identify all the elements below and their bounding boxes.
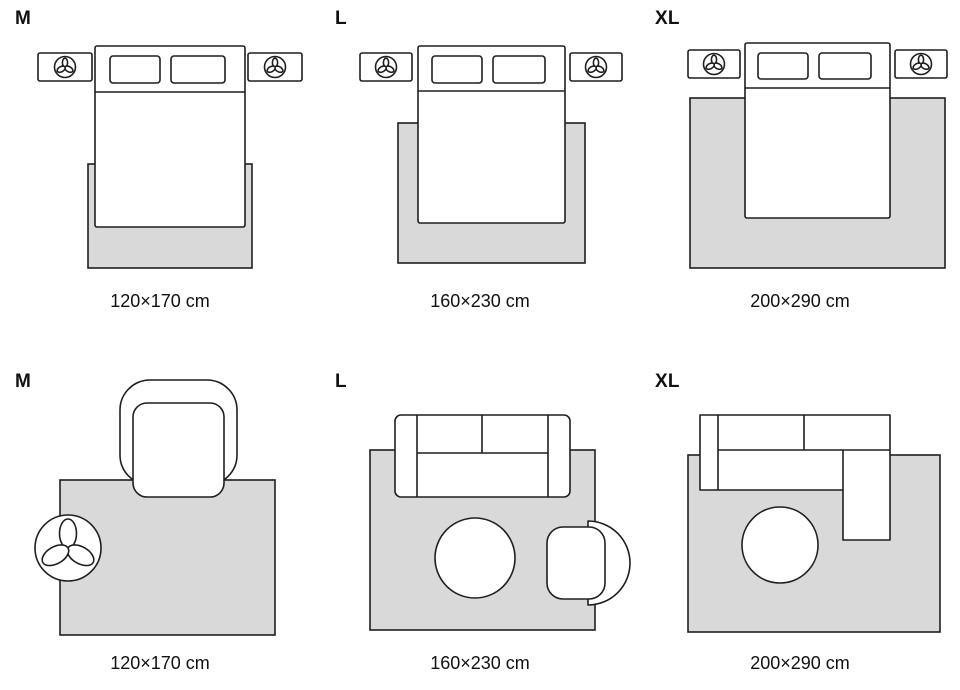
plant-icon: [374, 55, 398, 79]
pillow: [818, 52, 872, 80]
pillow: [170, 55, 226, 84]
armchair: [119, 379, 238, 498]
armchair-seat: [546, 526, 606, 600]
panel-bedroom-m: M 120×170 cm: [0, 0, 320, 345]
size-caption: 200×290 cm: [750, 653, 850, 673]
pillow: [492, 55, 546, 84]
bed: [417, 45, 566, 224]
size-caption: 200×290 cm: [750, 291, 850, 311]
plant-icon: [53, 55, 77, 79]
living-l-illustration: [369, 414, 631, 631]
plant-icon: [909, 52, 933, 76]
nightstand: [247, 52, 303, 82]
armchair-seat: [132, 402, 225, 498]
plant-icon: [702, 52, 726, 76]
plant-icon: [584, 55, 608, 79]
size-caption: 160×230 cm: [430, 291, 530, 311]
size-caption: 120×170 cm: [110, 653, 210, 673]
bedroom-l-illustration: [359, 45, 623, 264]
nightstand: [37, 52, 93, 82]
sofa: [394, 414, 571, 498]
bedroom-m-illustration: [37, 45, 303, 269]
size-label: L: [335, 371, 347, 392]
nightstand: [687, 49, 741, 79]
size-label: M: [15, 371, 32, 392]
pillow: [431, 55, 483, 84]
size-caption: 160×230 cm: [430, 653, 530, 673]
size-label: M: [15, 8, 32, 29]
living-m-illustration: [34, 379, 276, 636]
panel-living-l: L 160×230 cm: [320, 345, 640, 690]
plant-icon: [34, 514, 102, 582]
coffee-table: [434, 517, 516, 599]
living-xl-illustration: [687, 414, 941, 633]
pillow: [757, 52, 809, 80]
pillow: [109, 55, 161, 84]
nightstand: [894, 49, 948, 79]
bed: [744, 42, 891, 219]
plant-icon: [263, 55, 287, 79]
bed: [94, 45, 246, 228]
bedroom-xl-illustration: [687, 42, 948, 269]
panel-bedroom-xl: XL 200×290 cm: [640, 0, 960, 345]
coffee-table: [741, 506, 819, 584]
sectional-sofa: [699, 414, 891, 541]
nightstand: [359, 52, 413, 82]
size-label: L: [335, 8, 347, 29]
panel-bedroom-l: L 160×230 cm: [320, 0, 640, 345]
armchair: [546, 520, 631, 606]
panel-living-xl: XL 200×290 cm: [640, 345, 960, 690]
size-label: XL: [655, 371, 680, 392]
size-caption: 120×170 cm: [110, 291, 210, 311]
size-label: XL: [655, 8, 680, 29]
panel-living-m: M 120×170 cm: [0, 345, 320, 690]
nightstand: [569, 52, 623, 82]
